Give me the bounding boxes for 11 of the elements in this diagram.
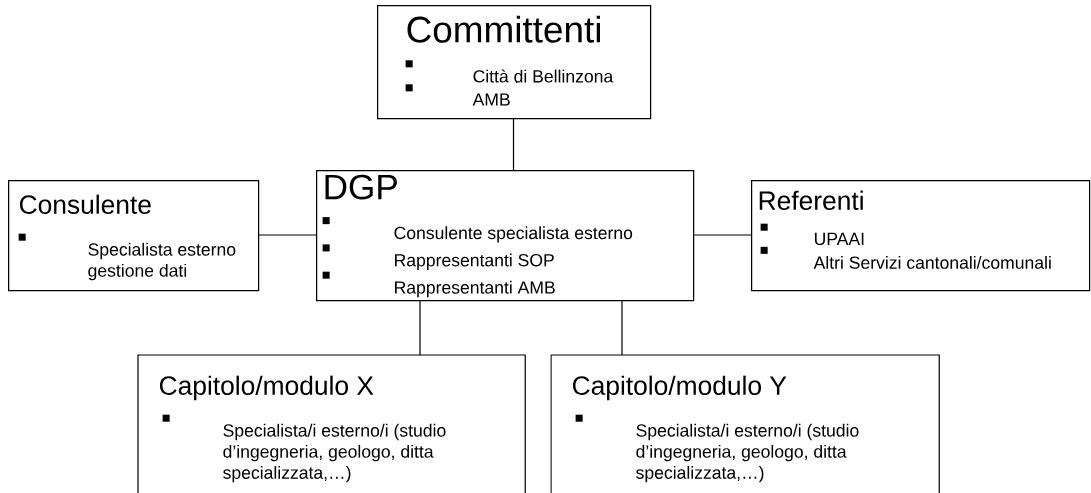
connector-line [621, 299, 623, 356]
connector-line [419, 299, 421, 356]
consultant-box: Consulente Specialista esterno gestione dati [8, 180, 260, 292]
client-box: Committenti Città di Bellinzona AMB [377, 5, 652, 120]
connector-line [512, 117, 515, 171]
module-box: Capitolo/modulo Y Specialista/i esterno/i (studio d’ingegneria, geologo, ditta specializzata,…) [550, 354, 940, 493]
connector-line [257, 234, 317, 236]
contacts-box: Referenti UPAAI Altri Servizi cantonali/comunali [751, 180, 1091, 292]
steering-box: DGP Consulente specialista esterno Rappresentanti SOP Rappresentanti AMB [316, 170, 695, 302]
connector-line [692, 234, 752, 236]
module-box: Capitolo/modulo X Specialista/i esterno/i (studio d’ingegneria, geologo, ditta specializzata,…) [137, 354, 526, 493]
